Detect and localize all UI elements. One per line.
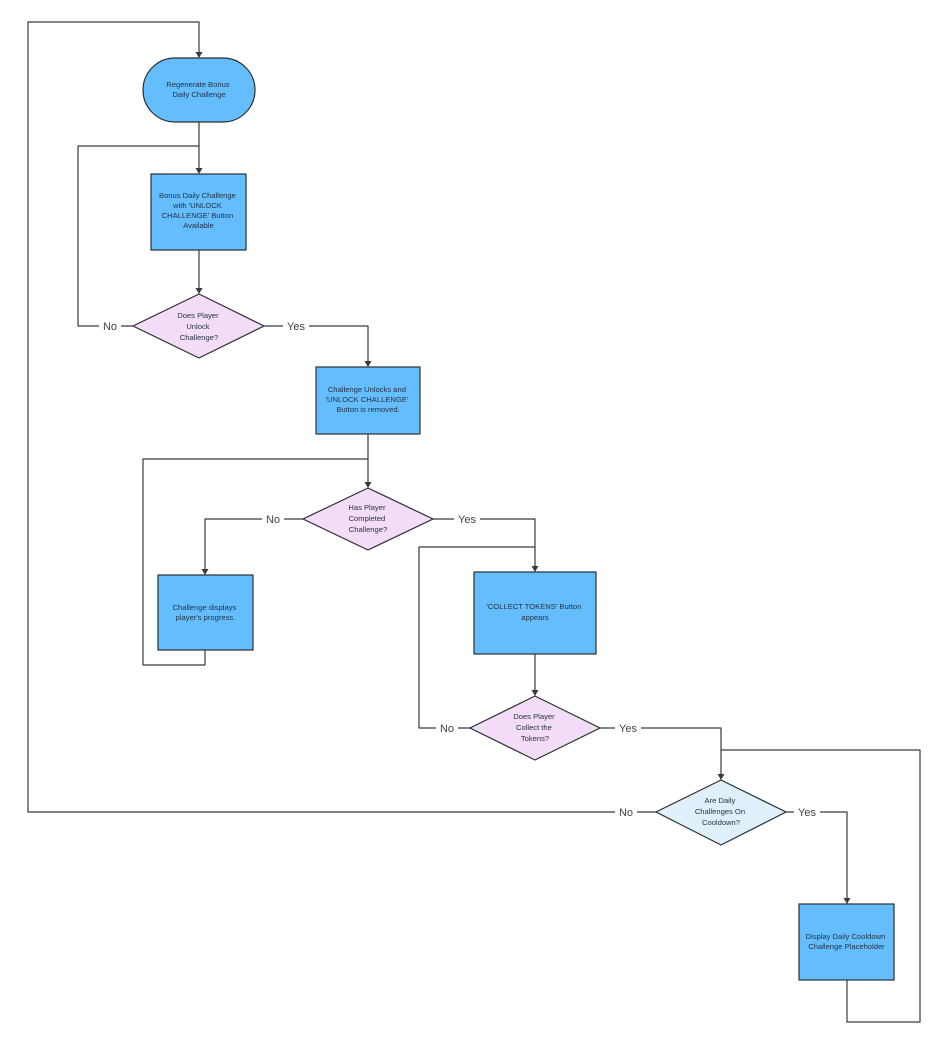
node-placeholder[interactable]: Display Daily Cooldown Challenge Placeho… [798, 903, 895, 981]
node-placeholder-label: Display Daily Cooldown Challenge Placeho… [806, 932, 888, 951]
edge-label-unlock-yes: Yes [283, 319, 309, 333]
node-unlock-decision-label: Does Player Unlock Challenge? [177, 311, 221, 342]
arrowhead [717, 774, 725, 780]
edge-label-cooldown-no: No [615, 805, 637, 819]
edge-unlock-yes[interactable] [263, 325, 369, 362]
node-challenge-unlocks-label: Challenge Unlocks and 'UNLOCK CHALLENGE'… [326, 385, 411, 414]
edge-progress-loop[interactable] [142, 458, 369, 666]
edge-completed-no[interactable] [204, 518, 304, 570]
node-challenge-unlocks[interactable]: Challenge Unlocks and 'UNLOCK CHALLENGE'… [315, 366, 421, 435]
node-collect-button[interactable]: 'COLLECT TOKENS' Button appears [473, 571, 597, 655]
node-regenerate[interactable]: Regenerate Bonus Daily Challenge [142, 57, 256, 123]
svg-text:Yes: Yes [798, 807, 816, 819]
svg-text:No: No [440, 723, 454, 735]
node-collect-decision-label: Does Player Collect the Tokens? [513, 712, 557, 743]
node-progress[interactable]: Challenge displays player's progress. [157, 574, 254, 651]
node-cooldown-decision[interactable]: Are Daily Challenges On Cooldown? [654, 779, 788, 846]
node-collect-decision[interactable]: Does Player Collect the Tokens? [468, 695, 602, 761]
edge-cooldown-yes[interactable] [785, 811, 848, 899]
arrowhead [531, 566, 539, 572]
svg-text:Yes: Yes [458, 514, 476, 526]
arrowhead [364, 482, 372, 488]
node-unlock-decision[interactable]: Does Player Unlock Challenge? [131, 293, 266, 359]
arrowhead [195, 288, 203, 294]
svg-text:Yes: Yes [619, 723, 637, 735]
edge-completed-yes[interactable] [432, 518, 536, 567]
arrowhead [195, 52, 203, 58]
node-completed-decision-label: Has Player Completed Challenge? [348, 503, 387, 534]
node-collect-button-label: 'COLLECT TOKENS' Button appears [486, 602, 583, 622]
arrowhead [364, 361, 372, 367]
edge-placeholder-loop[interactable] [720, 749, 921, 1023]
node-cooldown-decision-label: Are Daily Challenges On Cooldown? [695, 796, 747, 827]
svg-text:No: No [619, 807, 633, 819]
arrowhead [201, 569, 209, 575]
arrowhead [531, 690, 539, 696]
edge-label-collect-yes: Yes [615, 721, 641, 735]
node-progress-label: Challenge displays player's progress. [173, 603, 239, 622]
svg-text:Yes: Yes [287, 321, 305, 333]
edge-label-collect-no: No [436, 721, 458, 735]
svg-text:No: No [103, 321, 117, 333]
arrowhead [195, 168, 203, 174]
edge-label-completed-yes: Yes [454, 512, 480, 526]
edge-label-cooldown-yes: Yes [794, 805, 820, 819]
svg-text:No: No [266, 514, 280, 526]
edge-cooldown-no[interactable] [27, 21, 657, 813]
node-completed-decision[interactable]: Has Player Completed Challenge? [301, 487, 435, 551]
node-bonus-available[interactable]: Bonus Daily Challenge with 'UNLOCK CHALL… [150, 173, 247, 251]
node-regenerate-label: Regenerate Bonus Daily Challenge [166, 80, 231, 99]
node-bonus-available-label: Bonus Daily Challenge with 'UNLOCK CHALL… [159, 191, 238, 230]
edge-label-unlock-no: No [99, 319, 121, 333]
edge-label-completed-no: No [262, 512, 284, 526]
arrowhead [843, 898, 851, 904]
